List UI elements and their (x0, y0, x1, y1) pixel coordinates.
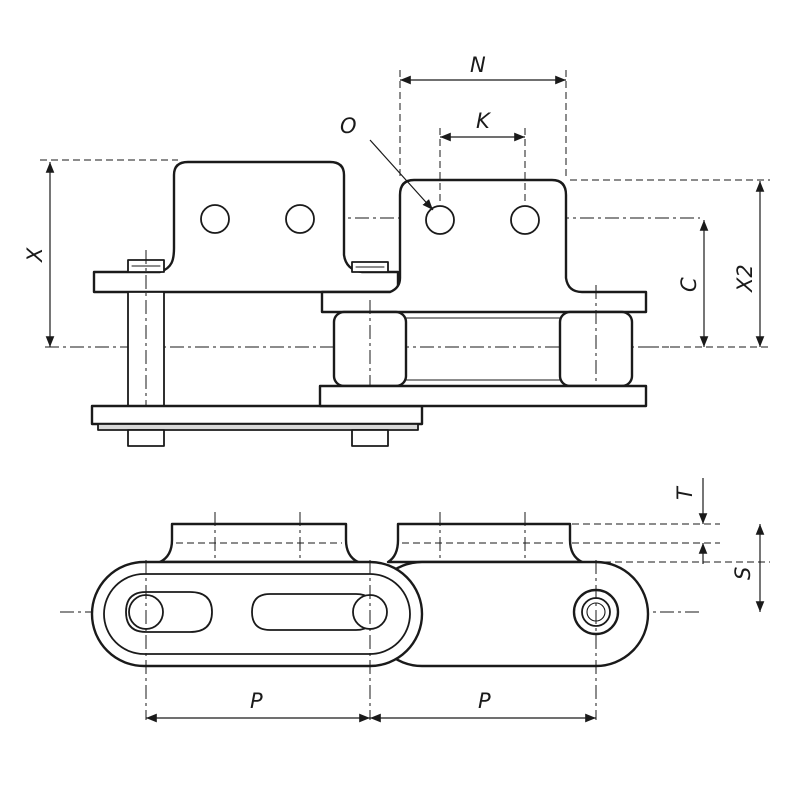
label-K: K (476, 109, 492, 133)
label-P-left: P (250, 689, 263, 713)
leader-O (369, 139, 434, 211)
right-bracket-hole-1 (425, 205, 455, 235)
middle-pin-tail (351, 429, 389, 447)
right-lower-plate (318, 384, 648, 408)
left-bracket-hole-2 (285, 204, 315, 234)
label-S: S (731, 567, 755, 580)
label-O: O (340, 114, 357, 138)
label-N: N (470, 53, 486, 77)
right-bracket-hole-2 (510, 205, 540, 235)
left-roller (332, 310, 408, 388)
label-C: C (677, 277, 701, 292)
left-pin-tail (127, 429, 165, 447)
top-view: N K O X X2 C (23, 53, 770, 450)
right-attachment-bracket (320, 178, 648, 314)
left-bracket-hole-1 (200, 204, 230, 234)
label-T: T (673, 485, 697, 500)
left-lower-plate (90, 404, 424, 426)
label-P-right: P (478, 689, 491, 713)
label-X2: X2 (733, 264, 757, 293)
bottom-view: T S P P (60, 478, 770, 723)
label-X: X (23, 247, 47, 263)
